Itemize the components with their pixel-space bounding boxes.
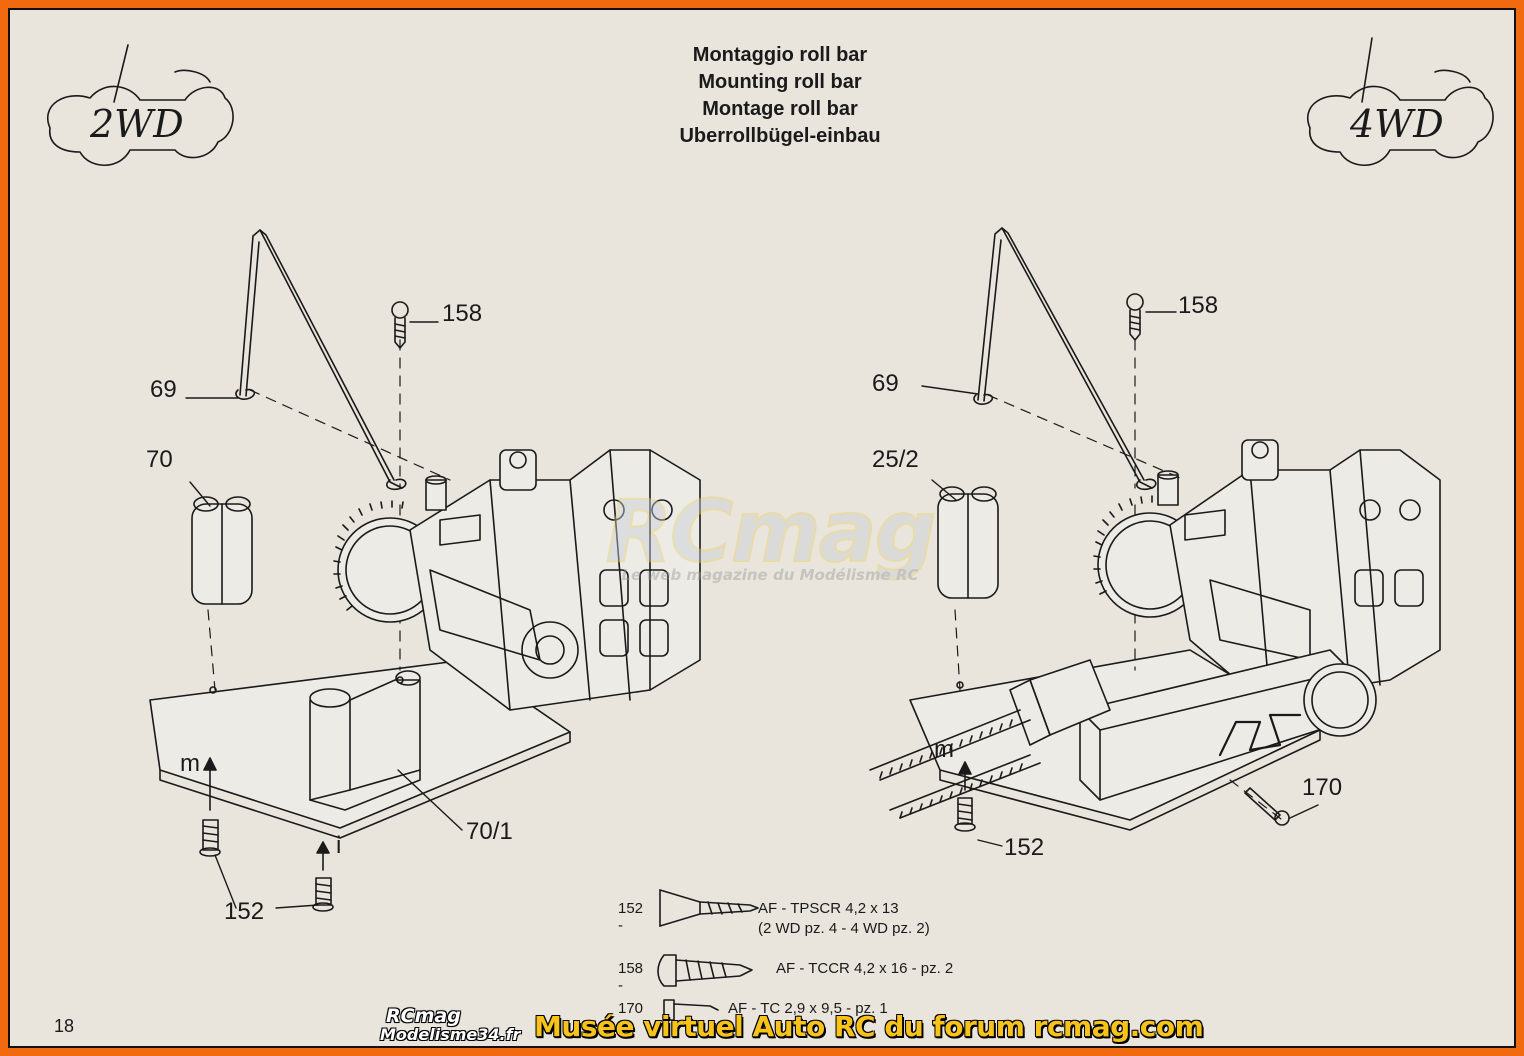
right-screw-170 [1244, 787, 1290, 826]
left-screw-152-a [199, 819, 221, 857]
callout-right-170: 170 [1302, 774, 1343, 801]
legend-screw-icon-152 [659, 889, 759, 927]
arrow-label-left-m: m [180, 750, 200, 777]
right-gearbox [1093, 439, 1441, 701]
legend-code: 152 - [618, 900, 644, 934]
right-leaders [921, 311, 1319, 847]
title-english: Mounting roll bar [698, 71, 862, 93]
assembly-drawing [47, 37, 1494, 1021]
right-post-25-2 [937, 486, 999, 599]
legend-desc: AF - TPSCR 4,2 x 13 [758, 900, 899, 917]
legend-code: 170 - [618, 1000, 644, 1034]
right-roll-bar [973, 227, 1157, 491]
left-post-70 [191, 496, 253, 605]
arrow-label-left-i: i [336, 832, 342, 859]
left-arrows [203, 757, 330, 871]
badge-4wd-outline [1307, 37, 1494, 166]
banner-logo-line1: RCmag [386, 1005, 461, 1027]
left-gearbox [333, 449, 701, 711]
banner-logo-line2: Modelisme34.fr [380, 1025, 521, 1044]
right-belt-track [869, 709, 1041, 819]
badge-4wd: 4WD [1350, 102, 1444, 146]
left-screw-158 [391, 301, 409, 349]
callout-right-158: 158 [1178, 292, 1219, 319]
banner-text: Musée virtuel Auto RC du forum rcmag.com [534, 1009, 1204, 1043]
badge-2wd: 2WD [90, 102, 184, 146]
callout-left-158: 158 [442, 300, 483, 327]
page-number: 18 [54, 1016, 75, 1036]
bottom-banner: RCmag Modelisme34.fr Musée virtuel Auto … [380, 1004, 1204, 1046]
callout-left-69: 69 [150, 376, 177, 403]
title-french: Montage roll bar [702, 98, 858, 120]
badge-2wd-outline [47, 44, 234, 166]
right-belt-housing [1009, 649, 1377, 801]
legend-code: 158 - [618, 960, 644, 994]
legend-desc-2: (2 WD pz. 4 - 4 WD pz. 2) [758, 920, 930, 937]
banner-logo: RCmag Modelisme34.fr [380, 1005, 521, 1046]
title-italian: Montaggio roll bar [692, 44, 868, 66]
left-bracket-70-1 [309, 670, 421, 811]
callout-right-152: 152 [1004, 834, 1045, 861]
callout-left-70-1: 70/1 [466, 818, 513, 845]
left-roll-bar [235, 229, 407, 491]
legend-desc: AF - TCCR 4,2 x 16 - pz. 2 [776, 960, 954, 977]
left-screw-152-b [312, 877, 334, 912]
arrow-label-right-m: m [934, 736, 954, 763]
callout-left-152: 152 [224, 898, 265, 925]
right-screw-152 [954, 797, 976, 832]
legend-screw-icon-158 [657, 954, 753, 987]
title-german: Uberrollbügel-einbau [679, 125, 881, 147]
right-screw-158 [1126, 293, 1144, 341]
page-titles: Montaggio roll bar Mounting roll bar Mon… [570, 42, 990, 150]
callout-right-25-2: 25/2 [872, 446, 919, 473]
right-arrows [958, 761, 972, 791]
callout-right-69: 69 [872, 370, 899, 397]
left-leaders [185, 321, 463, 909]
legend-screw-icon-170 [663, 999, 719, 1021]
manual-page: 2WD 4WD Montaggio roll bar Mounting roll… [8, 8, 1516, 1048]
legend-desc: AF - TC 2,9 x 9,5 - pz. 1 [728, 1000, 888, 1017]
callout-left-70: 70 [146, 446, 173, 473]
